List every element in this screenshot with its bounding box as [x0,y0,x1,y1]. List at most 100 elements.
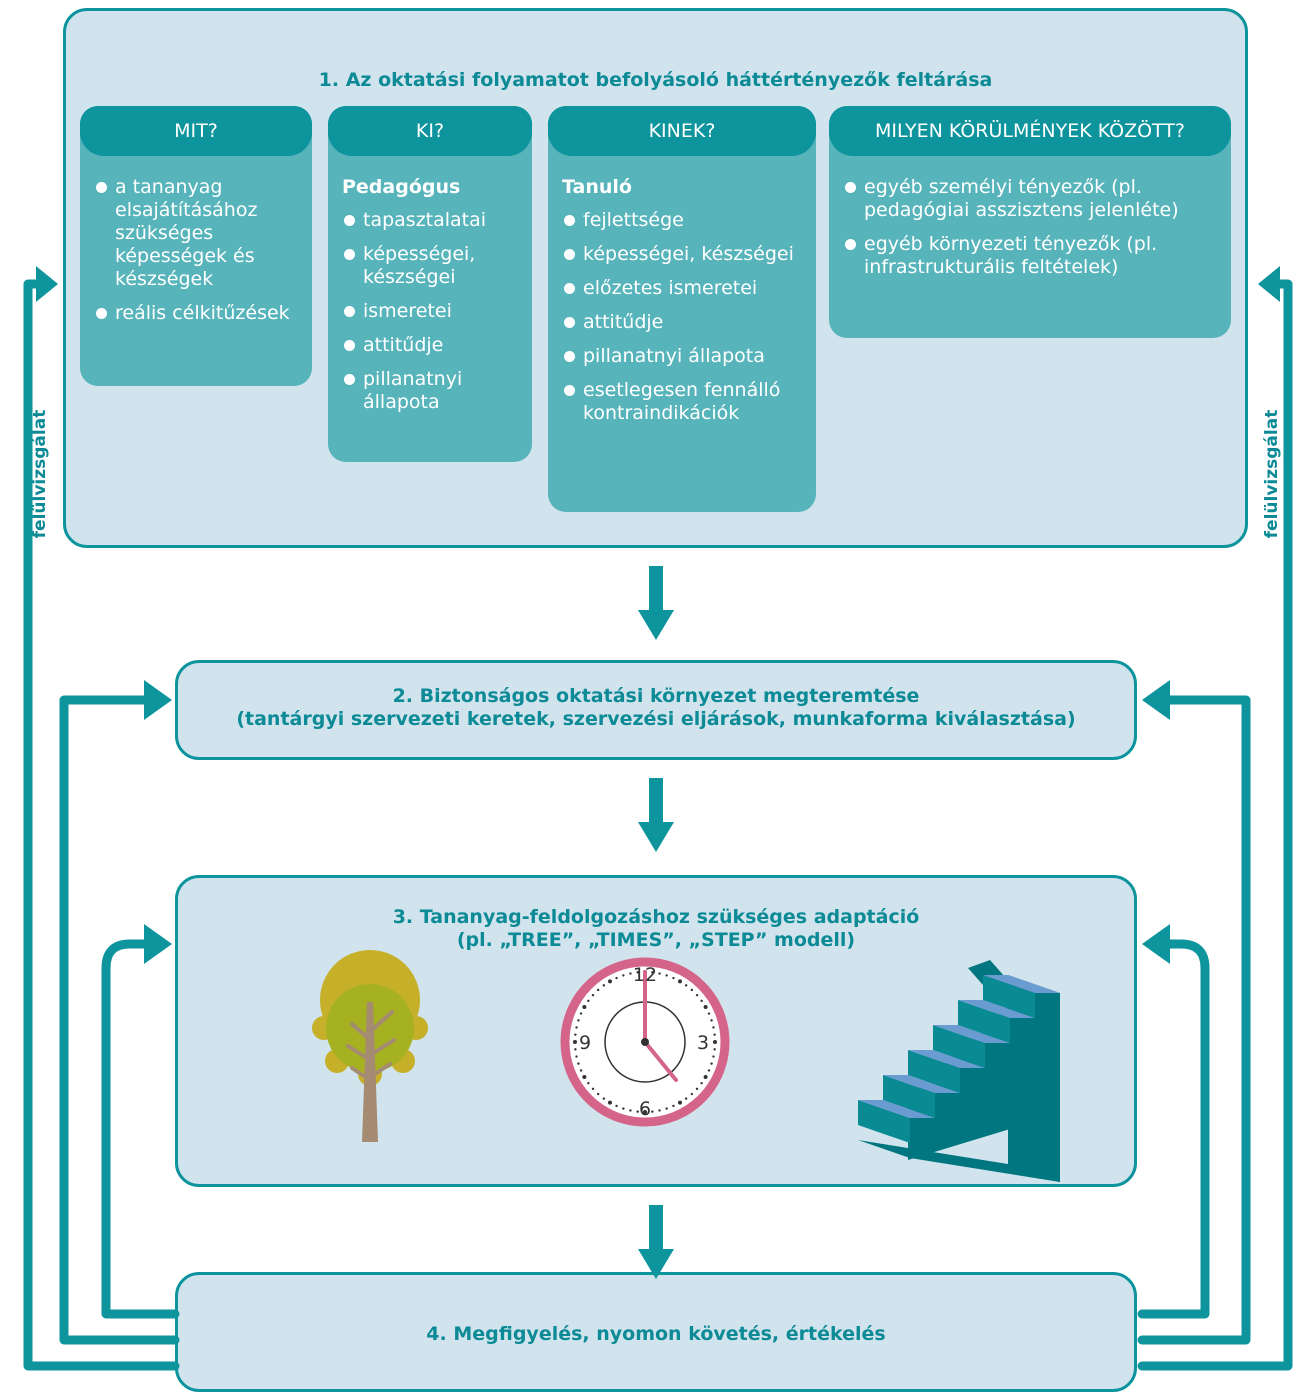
clock-dot [573,1040,577,1044]
clock-dot [658,1109,661,1112]
card-items: a tananyag elsajátításához szükséges kép… [94,176,304,325]
clock-dot [574,1033,577,1036]
list-item: ismeretei [342,300,524,323]
clock-dot [678,979,682,984]
list-item: attitűdje [562,311,808,334]
card-subtitle: Pedagógus [342,176,461,198]
card-header: KINEK? [548,106,816,156]
clock-dot [700,1081,703,1085]
clock-dot [575,1055,578,1058]
clock-dot [582,1075,587,1079]
card-header: KI? [328,106,532,156]
stairs-tread [958,1000,1035,1018]
card-ki: KI? Pedagógus tapasztalatai képességei, … [328,106,532,462]
clock-number-12: 12 [633,964,657,986]
clock-dot [695,1087,699,1091]
clock-dot [636,1110,639,1113]
clock-dot [710,1019,713,1022]
clock-number-6: 6 [639,1098,651,1120]
arrowhead-left-inner [144,924,172,964]
clock-dot [579,1012,583,1015]
clock-dot [665,1107,668,1110]
clock-dot [690,988,694,992]
card-header: MIT? [80,106,312,156]
stairs-riser [908,1050,960,1093]
clock-dot [672,976,675,980]
clock-dot [651,971,654,974]
inner-right-loop [1137,939,1210,1319]
outer-right-loop [1137,279,1293,1371]
clock-dot [596,988,600,992]
card-milyen-korulmenyek: MILYEN KÖRÜLMÉNYEK KÖZÖTT? egyéb személy… [829,106,1231,338]
clock-dot [710,1062,713,1065]
clock-dot [629,1109,632,1112]
clock-dot [707,1012,711,1015]
clock-dot [608,1100,612,1105]
clock-dot [695,993,699,997]
inner-left-loop [101,939,180,1319]
list-item: tapasztalatai [342,209,524,232]
clock-dot [665,974,668,977]
clock-number-3: 3 [697,1032,709,1054]
clock-dot [636,971,639,974]
clock-dot [703,1075,708,1079]
clock-dot [713,1040,717,1044]
stairs-icon [858,960,1060,1182]
card-subtitle: Tanuló [562,176,632,198]
card-items: egyéb személyi tényezők (pl. pedagógiai … [843,176,1223,279]
card-header: MILYEN KÖRÜLMÉNYEK KÖZÖTT? [829,106,1231,156]
clock-dot [575,1026,578,1029]
list-item: képességei, készségei [342,243,524,289]
stairs-riser [858,1100,910,1143]
clock-dot [615,976,618,980]
list-item: fejlettsége [562,209,808,232]
clock-dot [684,1097,688,1100]
down-arrow-3 [638,1205,674,1279]
stairs-tread [883,1075,960,1093]
clock-dot [615,1104,618,1108]
arrowhead-right-middle [1142,680,1170,720]
stairs-riser [983,975,1035,1018]
card-items: tapasztalatai képességei, készségei isme… [342,209,524,414]
clock-dot [713,1033,716,1036]
arrowhead-left-outer [36,266,58,302]
clock-dot [579,1069,583,1072]
clock-number-9: 9 [579,1032,591,1054]
clock-dot [577,1019,580,1022]
list-item: esetlegesen fennálló kontraindikációk [562,379,808,425]
arrowhead-left-middle [144,680,172,720]
stairs-tread [983,975,1060,993]
clock-dot [658,972,661,975]
clock-dot [707,1069,711,1072]
stairs-tread [908,1050,985,1068]
clock-icon: 12 3 6 9 [560,957,730,1127]
stairs-riser [883,1075,935,1118]
clock-dot [684,984,688,987]
card-mit: MIT? a tananyag elsajátításához szüksége… [80,106,312,386]
list-item: attitűdje [342,334,524,357]
stairs-tread [933,1025,1010,1043]
clock-dot [672,1104,675,1108]
arrowhead-right-outer [1258,266,1280,302]
tree-icon [312,950,428,1142]
clock-dot [582,1005,587,1009]
clock-dot [690,1092,694,1096]
outer-left-loop [23,279,180,1371]
down-arrow-2 [638,778,674,852]
clock-dot [700,999,703,1003]
clock-dot [602,1097,606,1100]
section-4-title: 4. Megfigyelés, nyomon követés, értékelé… [426,1323,886,1345]
section-3-title: 3. Tananyag-feldolgozáshoz szükséges ada… [392,906,920,951]
clock-dot [678,1100,682,1105]
clock-dot [622,974,625,977]
arrowhead-right-inner [1142,924,1170,964]
clock-dot [591,1087,595,1091]
list-item: egyéb személyi tényezők (pl. pedagógiai … [843,176,1223,222]
clock-dot [622,1107,625,1110]
list-item: a tananyag elsajátításához szükséges kép… [94,176,304,291]
clock-dot [713,1048,716,1051]
middle-left-loop [59,695,180,1345]
feedback-connectors [23,279,1293,1371]
clock-dot [577,1062,580,1065]
clock-dot [643,1110,647,1114]
